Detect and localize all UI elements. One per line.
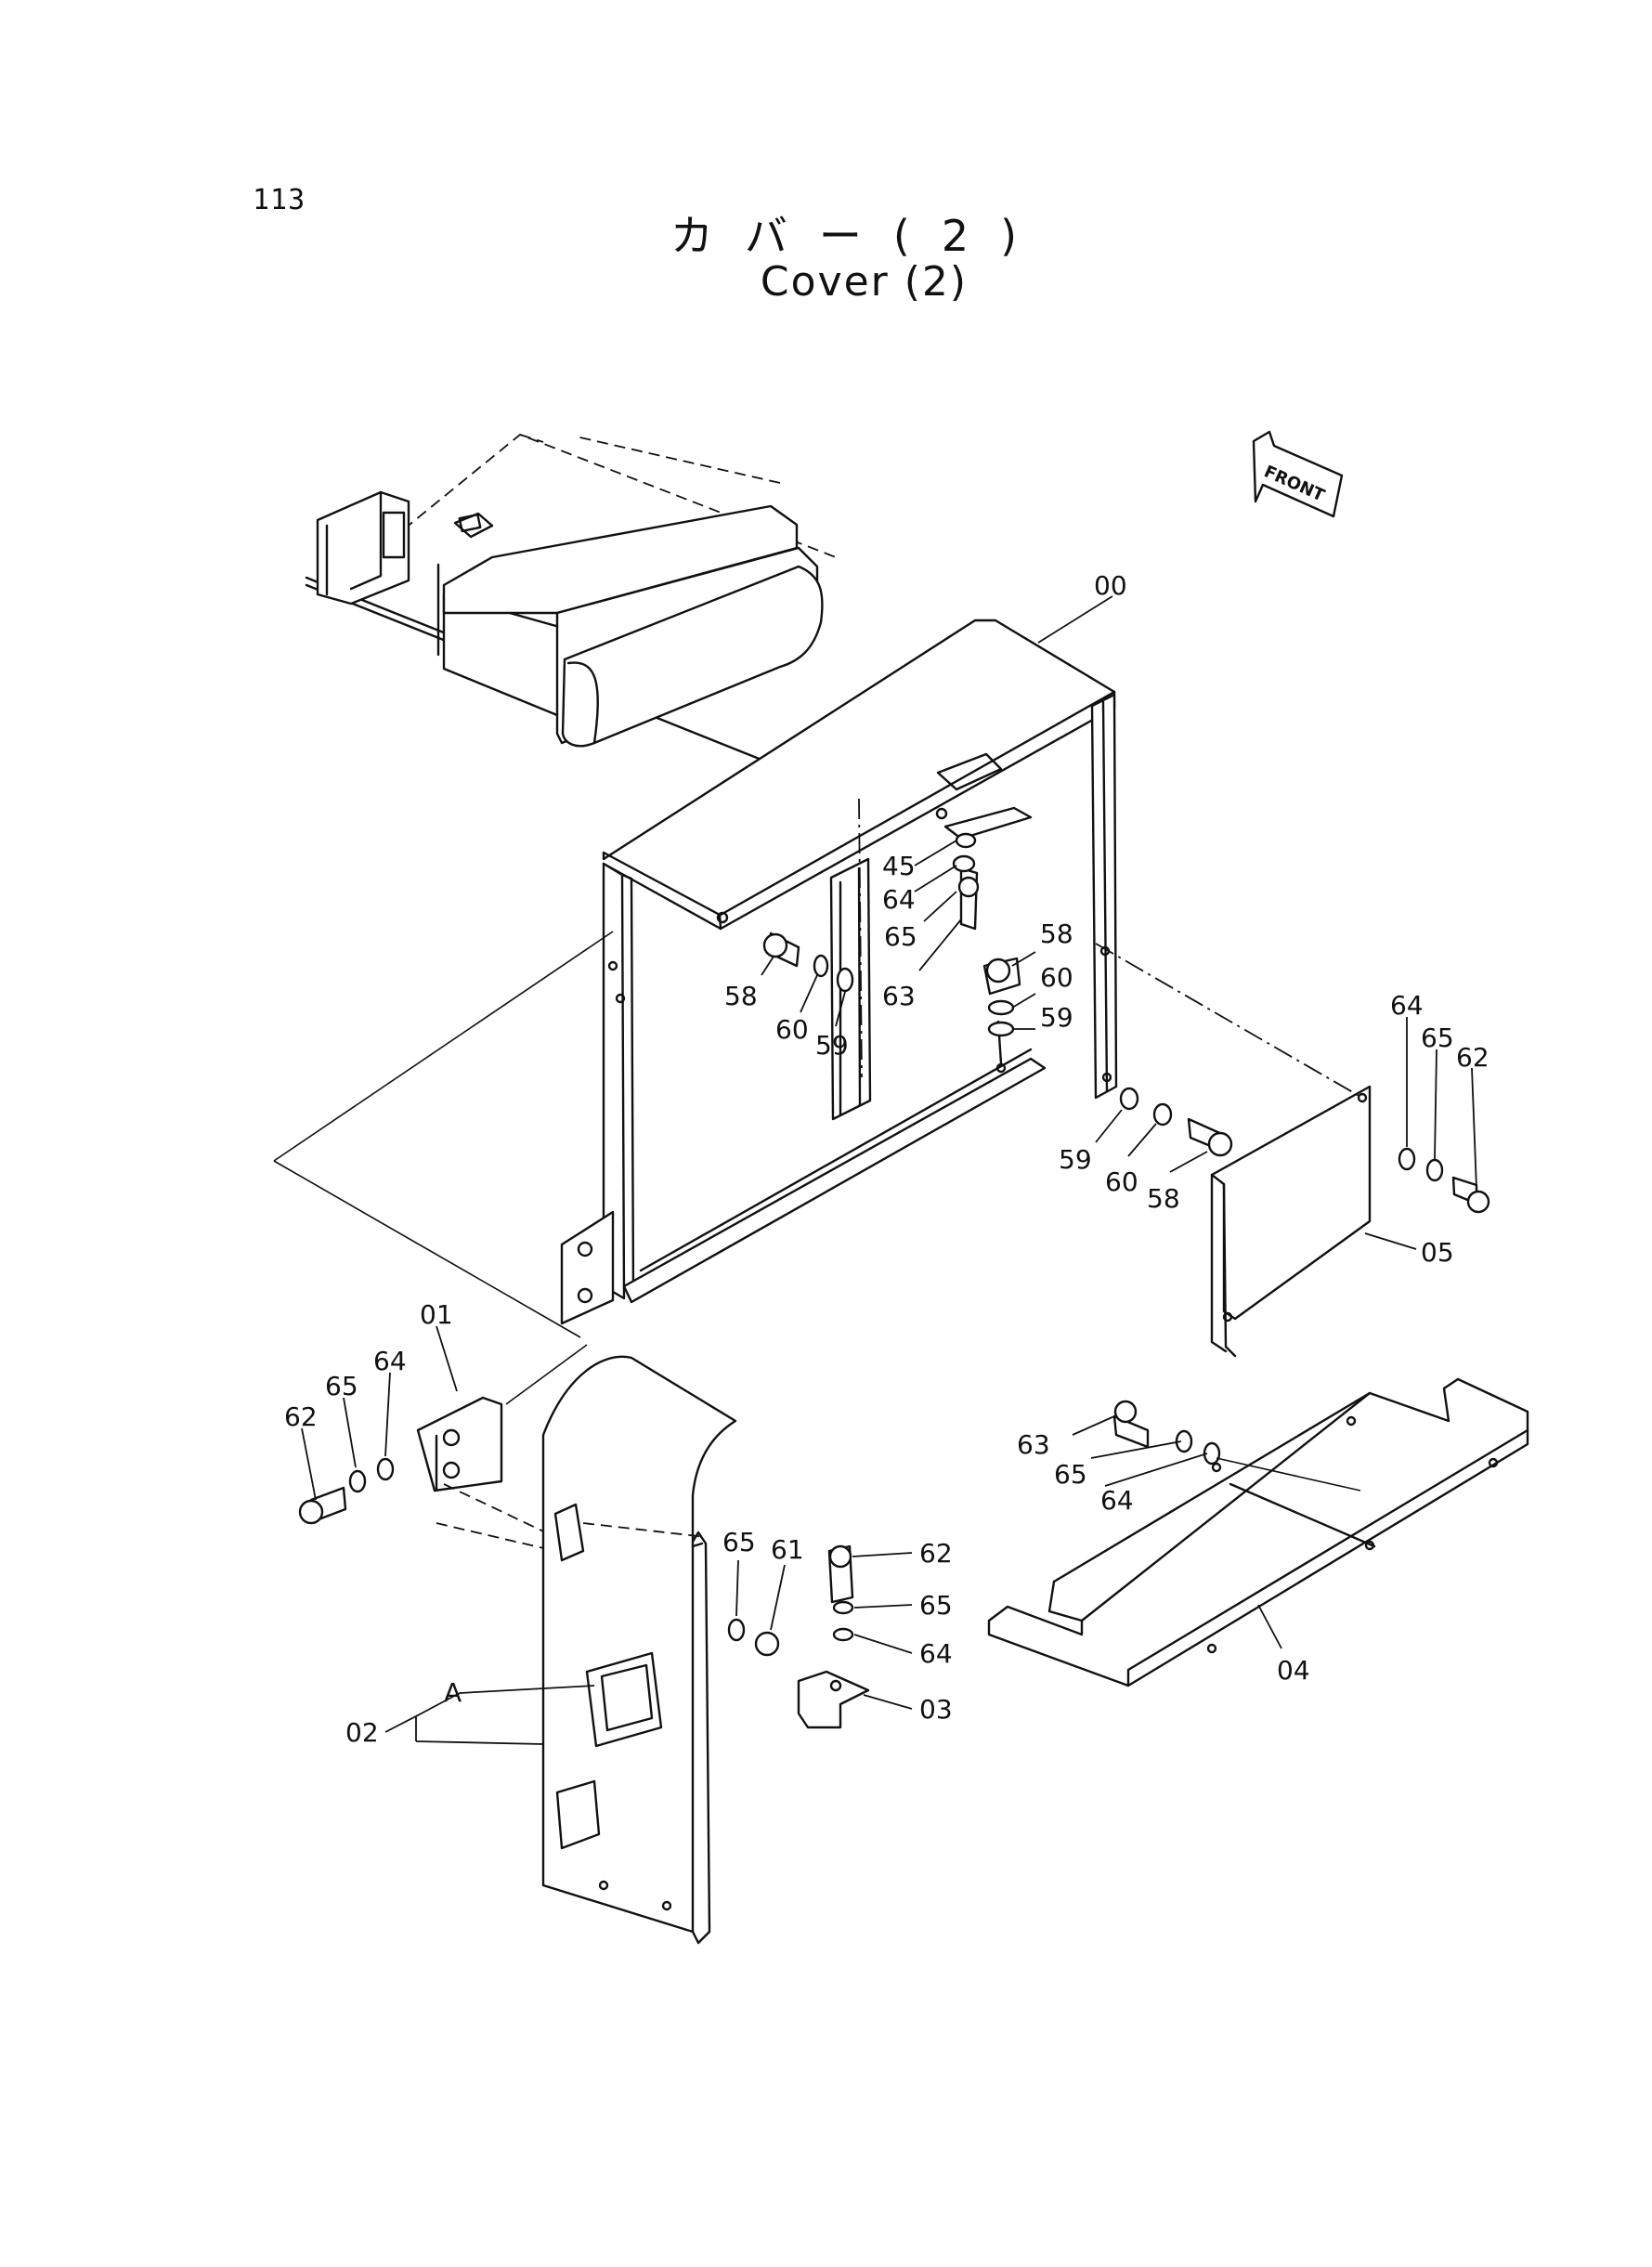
callout-62-right: 62 bbox=[1456, 1042, 1489, 1073]
front-direction-arrow: FRONT bbox=[1252, 430, 1344, 518]
page-number: 113 bbox=[253, 184, 306, 216]
callout-03: 03 bbox=[919, 1694, 953, 1725]
callout-65-left: 65 bbox=[325, 1371, 358, 1401]
callout-59-center: 59 bbox=[1040, 1002, 1073, 1033]
leader-lines bbox=[301, 595, 1477, 1745]
callout-61: 61 bbox=[771, 1534, 804, 1565]
callout-62-lower: 62 bbox=[919, 1538, 953, 1569]
callout-65-tray: 65 bbox=[1054, 1459, 1087, 1490]
callout-05: 05 bbox=[1421, 1237, 1454, 1268]
callout-58-lower: 58 bbox=[1147, 1183, 1180, 1214]
title-english: Cover (2) bbox=[760, 258, 969, 306]
callout-64-lower: 64 bbox=[919, 1638, 953, 1669]
callout-59-lower: 59 bbox=[1059, 1144, 1092, 1175]
callout-64-right: 64 bbox=[1390, 990, 1424, 1021]
callout-00: 00 bbox=[1094, 570, 1127, 601]
callout-64-upper: 64 bbox=[882, 884, 916, 915]
callout-65-cover: 65 bbox=[722, 1527, 756, 1557]
callout-65-upper: 65 bbox=[884, 921, 917, 952]
callout-60-center: 60 bbox=[1040, 962, 1073, 993]
callout-64-tray: 64 bbox=[1100, 1485, 1134, 1516]
left-bracket bbox=[273, 931, 614, 1552]
callout-65-right: 65 bbox=[1421, 1023, 1454, 1053]
cover-frame bbox=[560, 619, 1118, 1325]
callout-58-center: 58 bbox=[1040, 919, 1073, 949]
callout-65-lower: 65 bbox=[919, 1590, 953, 1621]
callout-04: 04 bbox=[1277, 1655, 1310, 1686]
callout-62-left: 62 bbox=[284, 1401, 318, 1432]
callout-01: 01 bbox=[420, 1299, 453, 1330]
title-japanese: カバー(2) bbox=[670, 211, 1049, 261]
callout-A: A bbox=[444, 1677, 462, 1708]
callout-63-upper: 63 bbox=[882, 981, 916, 1011]
side-plate bbox=[1095, 943, 1490, 1358]
callout-02: 02 bbox=[345, 1717, 379, 1748]
callout-60-left: 60 bbox=[775, 1014, 809, 1045]
callout-58-left: 58 bbox=[724, 981, 758, 1011]
seat-assembly bbox=[305, 433, 838, 791]
callout-63-lower: 63 bbox=[1017, 1429, 1050, 1460]
callout-60-lower: 60 bbox=[1105, 1166, 1138, 1197]
callout-64-left: 64 bbox=[373, 1346, 407, 1376]
callout-59-left: 59 bbox=[815, 1030, 849, 1061]
callout-45: 45 bbox=[882, 851, 916, 881]
frame-fasteners bbox=[762, 832, 1021, 1037]
side-cover bbox=[541, 1355, 737, 1945]
bottom-tray bbox=[987, 1377, 1529, 1687]
callouts: 00 45 64 65 63 58 60 59 58 60 59 59 60 5… bbox=[284, 570, 1489, 1748]
lower-fasteners bbox=[727, 1544, 870, 1729]
